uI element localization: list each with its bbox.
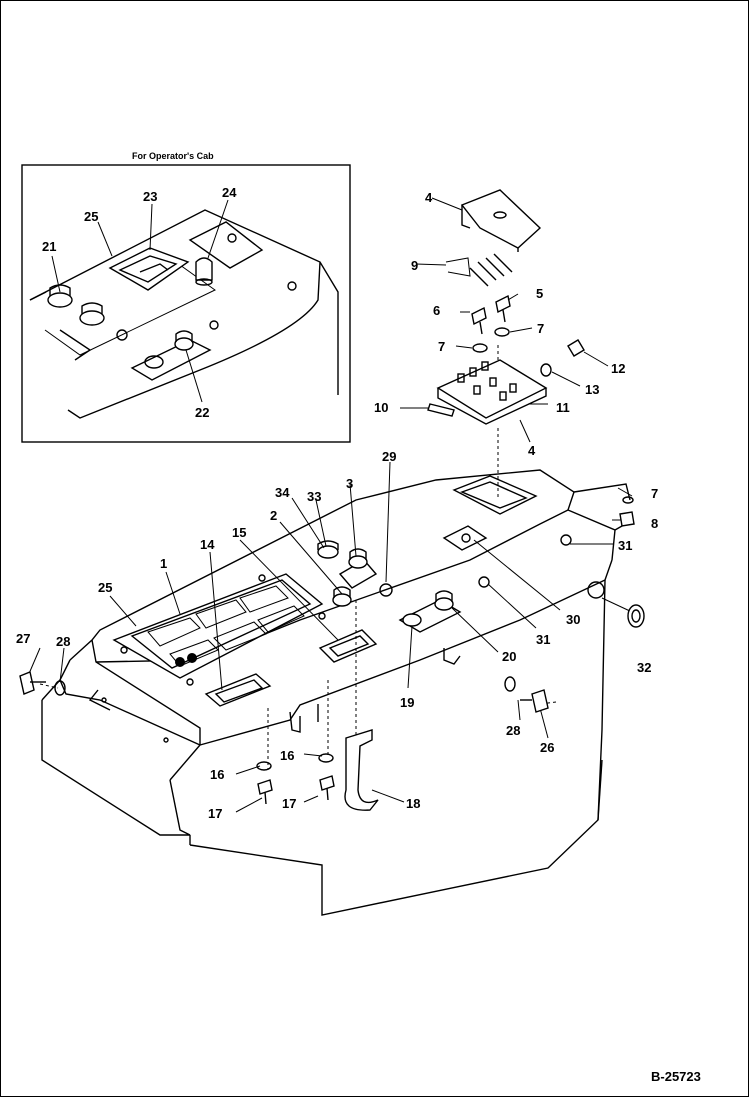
- label-15: 15: [232, 525, 246, 540]
- label-17-left: 17: [208, 806, 222, 821]
- label-14: 14: [200, 537, 215, 552]
- label-30: 30: [566, 612, 580, 627]
- label-32: 32: [637, 660, 651, 675]
- label-17-right: 17: [282, 796, 296, 811]
- label-16-right: 16: [280, 748, 294, 763]
- label-18: 18: [406, 796, 420, 811]
- label-25-inset: 25: [84, 209, 98, 224]
- label-31-mid: 31: [536, 632, 550, 647]
- label-3: 3: [346, 476, 353, 491]
- label-7-right: 7: [651, 486, 658, 501]
- main-console: [19, 461, 645, 916]
- label-27: 27: [16, 631, 30, 646]
- inset-title: For Operator's Cab: [132, 151, 214, 161]
- label-31-right: 31: [618, 538, 632, 553]
- inset-panel: For Operator's Cab: [21, 151, 351, 443]
- label-4-cover: 4: [425, 190, 433, 205]
- label-33: 33: [307, 489, 321, 504]
- label-26: 26: [540, 740, 554, 755]
- label-1: 1: [160, 556, 167, 571]
- fuse-box-assembly: [400, 189, 609, 500]
- label-10: 10: [374, 400, 388, 415]
- label-12: 12: [611, 361, 625, 376]
- label-16-left: 16: [210, 767, 224, 782]
- label-19: 19: [400, 695, 414, 710]
- label-9: 9: [411, 258, 418, 273]
- label-23: 23: [143, 189, 157, 204]
- label-21: 21: [42, 239, 56, 254]
- label-6: 6: [433, 303, 440, 318]
- label-7-upper: 7: [537, 321, 544, 336]
- label-25-main: 25: [98, 580, 112, 595]
- part-number-labels: 21 25 23 24 22 4 9 5 6 7 7 12 13 10 11 4…: [16, 185, 658, 821]
- label-13: 13: [585, 382, 599, 397]
- label-28-right: 28: [506, 723, 520, 738]
- label-29: 29: [382, 449, 396, 464]
- label-34: 34: [275, 485, 290, 500]
- label-11: 11: [556, 400, 570, 415]
- label-8: 8: [651, 516, 658, 531]
- label-7-left: 7: [438, 339, 445, 354]
- label-2: 2: [270, 508, 277, 523]
- label-4-box: 4: [528, 443, 536, 458]
- drawing-code: B-25723: [651, 1069, 701, 1084]
- label-5: 5: [536, 286, 543, 301]
- label-22: 22: [195, 405, 209, 420]
- label-20: 20: [502, 649, 516, 664]
- label-24: 24: [222, 185, 237, 200]
- label-28-left: 28: [56, 634, 70, 649]
